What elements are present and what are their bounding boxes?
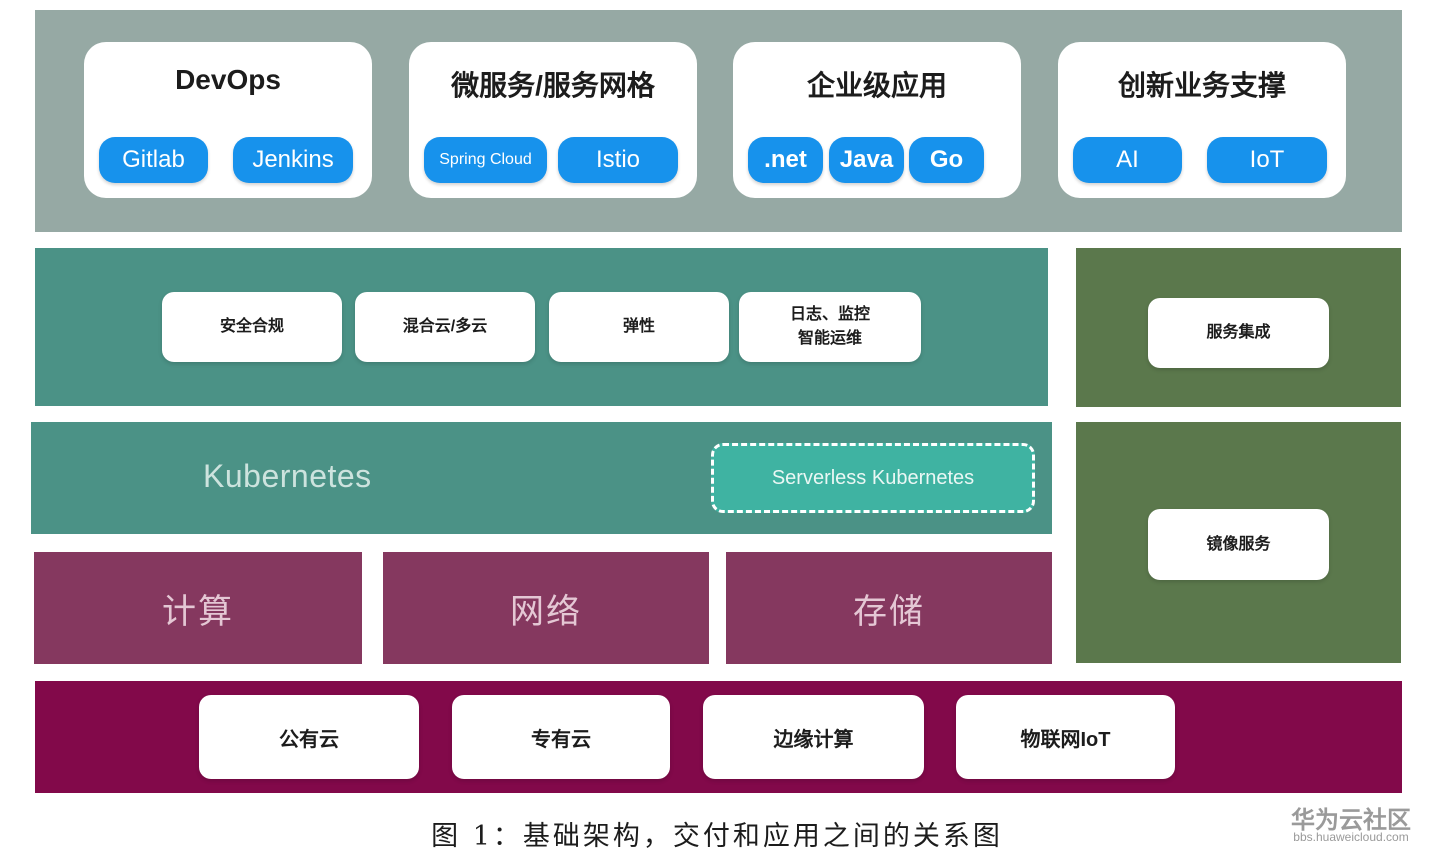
security-compliance-box: 安全合规 (162, 292, 342, 362)
devops-title: DevOps (175, 64, 281, 95)
serverless-kubernetes-box: Serverless Kubernetes (711, 443, 1035, 513)
innovation-card: 创新业务支撑 AI IoT (1058, 42, 1346, 198)
private-cloud-box: 专有云 (452, 695, 670, 779)
public-cloud-box: 公有云 (199, 695, 419, 779)
spring-cloud-pill: Spring Cloud (424, 137, 547, 183)
logging-line-1: 日志、监控 (789, 306, 870, 323)
ai-pill: AI (1073, 137, 1182, 183)
iot-box: 物联网IoT (956, 695, 1175, 779)
figure-caption: 图 1：基础架构，交付和应用之间的关系图 (431, 821, 1003, 852)
network-block: 网络 (383, 552, 709, 664)
edge-computing-box: 边缘计算 (703, 695, 924, 779)
service-integration-box: 服务集成 (1148, 298, 1329, 368)
kubernetes-label: Kubernetes (203, 458, 372, 494)
watermark-name: 华为云社区 (1291, 807, 1411, 834)
hybrid-cloud-box: 混合云/多云 (355, 292, 535, 362)
dotnet-pill: .net (748, 137, 823, 183)
iot-pill: IoT (1207, 137, 1327, 183)
gitlab-pill: Gitlab (99, 137, 208, 183)
microservices-title: 微服务/服务网格 (451, 70, 655, 101)
storage-block: 存储 (726, 552, 1052, 664)
go-pill: Go (909, 137, 984, 183)
enterprise-apps-card: 企业级应用 .net Java Go (733, 42, 1021, 198)
microservices-card: 微服务/服务网格 Spring Cloud Istio (409, 42, 697, 198)
image-service-box: 镜像服务 (1148, 509, 1329, 580)
devops-card: DevOps Gitlab Jenkins (84, 42, 372, 198)
logging-monitoring-box: 日志、监控 智能运维 (739, 292, 921, 362)
enterprise-apps-title: 企业级应用 (806, 70, 947, 101)
elasticity-box: 弹性 (549, 292, 729, 362)
innovation-title: 创新业务支撑 (1117, 70, 1286, 101)
compute-block: 计算 (34, 552, 362, 664)
watermark-url: bbs.huaweicloud.com (1293, 830, 1409, 844)
jenkins-pill: Jenkins (233, 137, 353, 183)
java-pill: Java (829, 137, 904, 183)
istio-pill: Istio (558, 137, 678, 183)
logging-line-2: 智能运维 (797, 330, 862, 347)
